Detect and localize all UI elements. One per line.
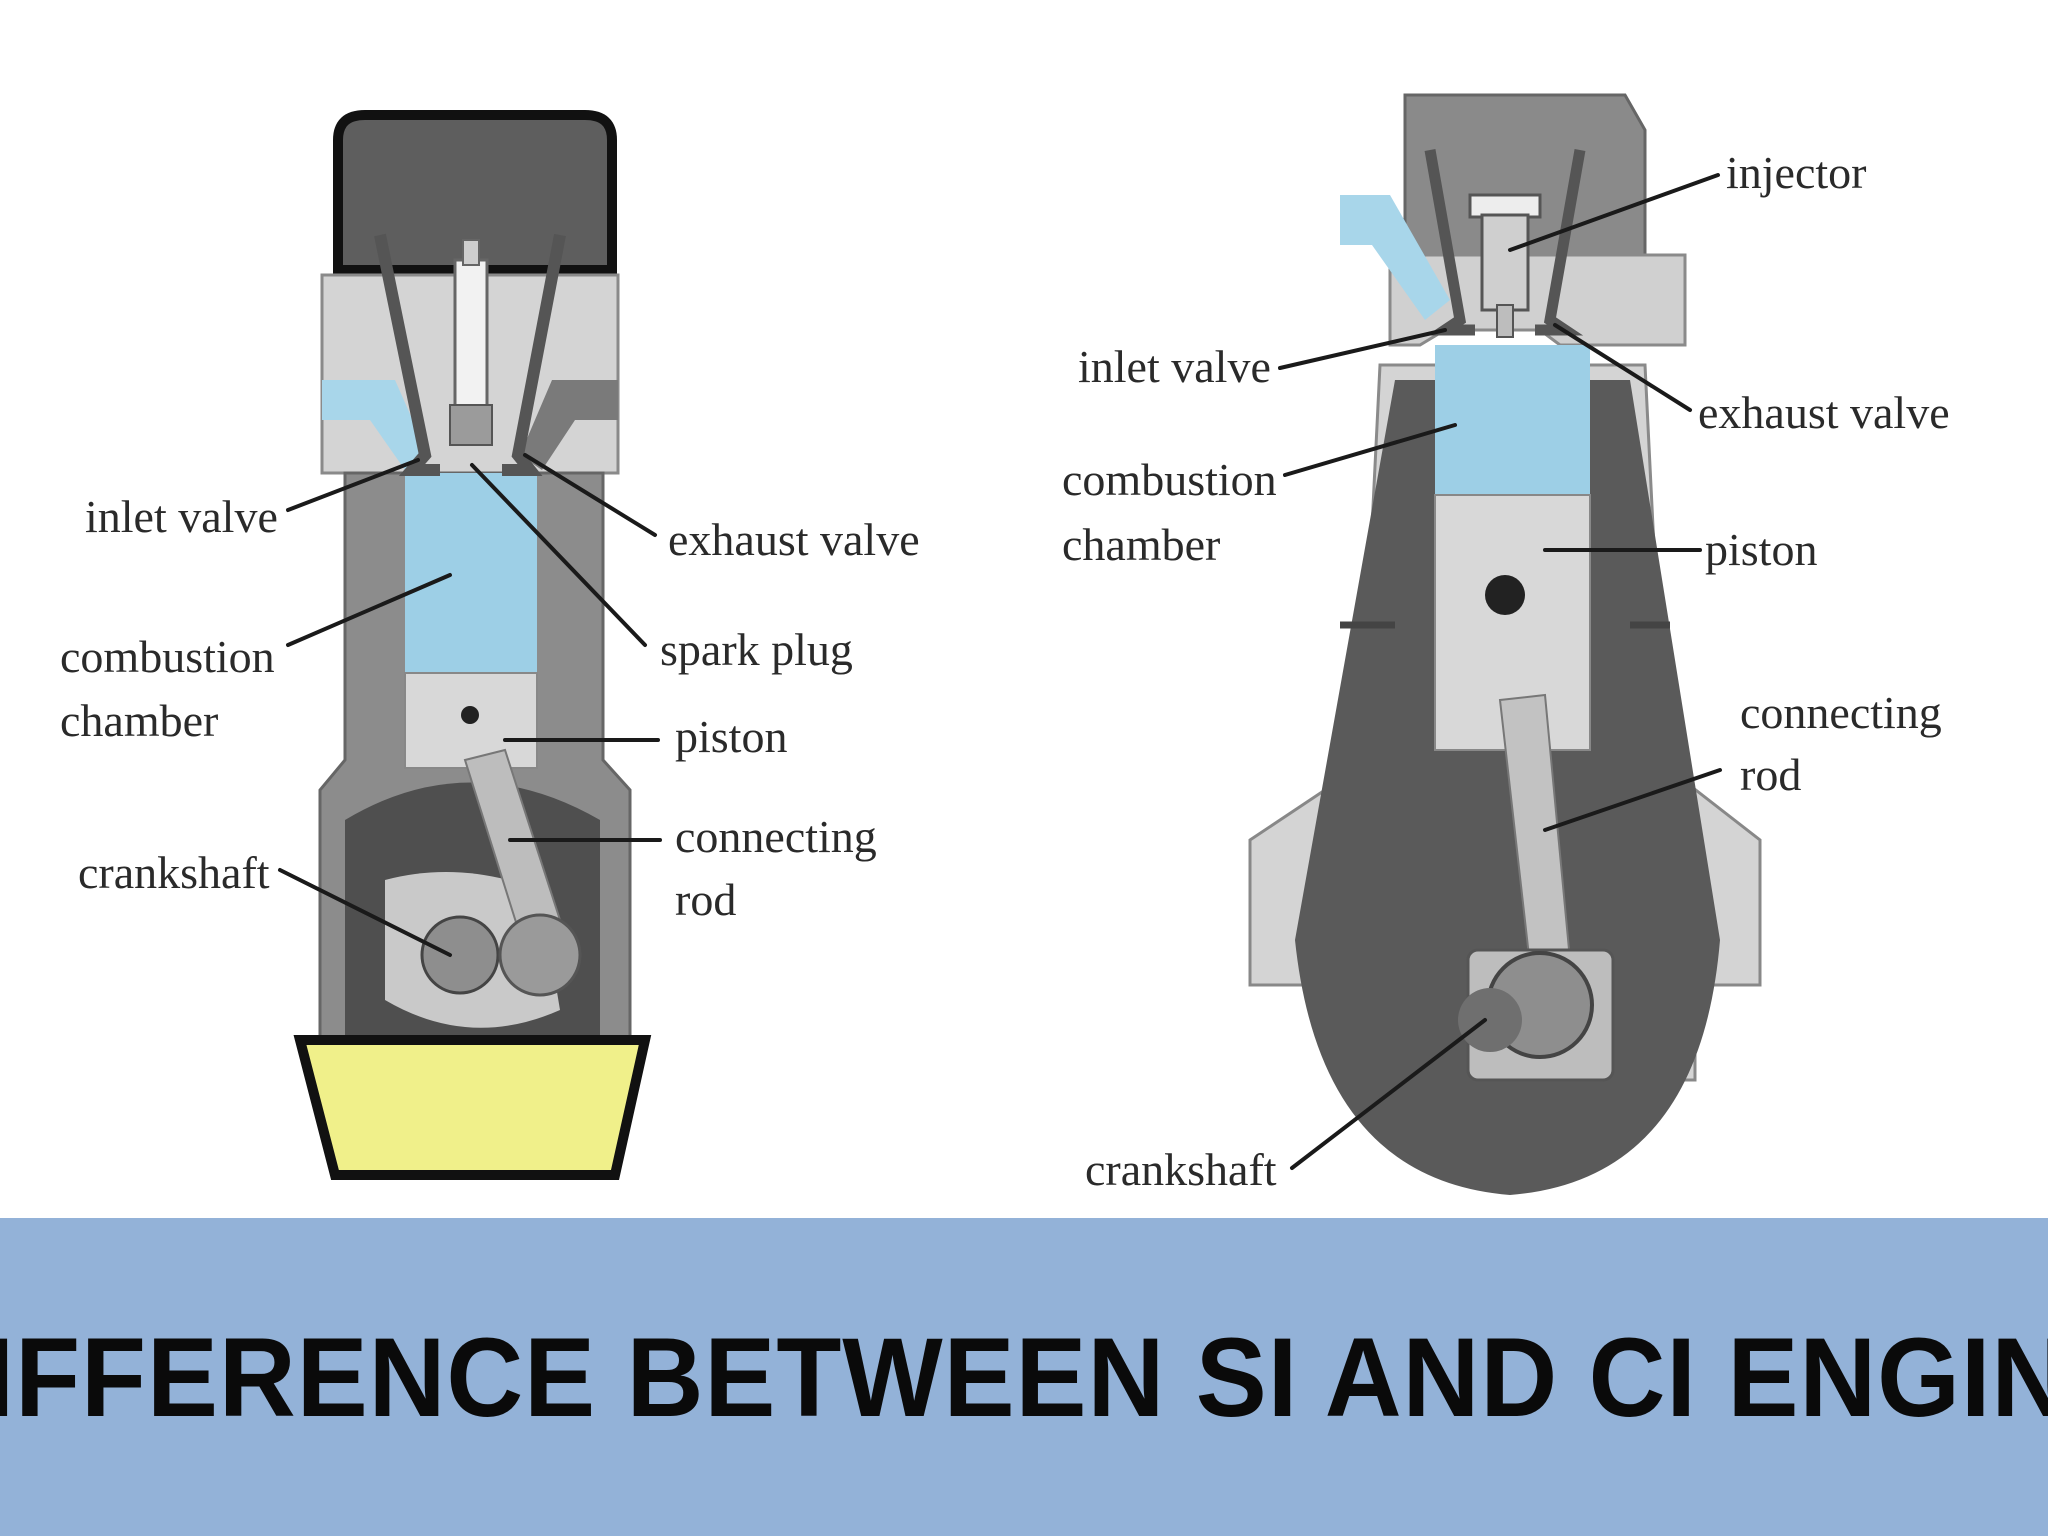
si-big-end	[498, 913, 582, 997]
si-label-chamber: chamber	[60, 695, 218, 746]
si-label-inlet-valve: inlet valve	[85, 491, 278, 542]
ci-leader-lines	[1278, 173, 1722, 1170]
ci-leader-combustion	[1283, 423, 1457, 477]
si-spark-plug-base	[449, 404, 493, 446]
ci-label-crankshaft: crankshaft	[1085, 1144, 1277, 1195]
ci-leader-connecting-rod	[1543, 768, 1722, 832]
si-label-crankshaft: crankshaft	[78, 847, 270, 898]
si-exhaust-valve	[502, 233, 566, 476]
ci-label-combustion: combustion	[1062, 454, 1277, 505]
si-leader-crankshaft	[278, 868, 452, 957]
ci-injector-tip	[1496, 304, 1514, 338]
si-label-exhaust-valve: exhaust valve	[668, 514, 920, 565]
title-banner: DIFFERENCE BETWEEN SI AND CI ENGINE	[0, 1218, 2048, 1536]
si-intake-port	[322, 380, 428, 470]
si-spark-plug-body	[453, 258, 489, 412]
si-leader-spark-plug	[470, 463, 647, 647]
ci-combustion-chamber	[1435, 345, 1590, 495]
ci-label-injector: injector	[1726, 147, 1867, 198]
ci-leader-exhaust-valve	[1553, 323, 1692, 412]
engine-comparison-diagram: inlet valve exhaust valve combustion cha…	[60, 93, 1950, 1195]
si-cylinder-head-cover	[333, 110, 617, 275]
si-exhaust-port	[520, 380, 618, 470]
si-piston-pin	[461, 706, 479, 724]
ci-injector-body	[1480, 213, 1530, 312]
ci-label-connecting: connecting	[1740, 687, 1942, 738]
si-inlet-valve	[374, 233, 440, 476]
si-label-connecting: connecting	[675, 811, 877, 862]
ci-label-chamber: chamber	[1062, 519, 1220, 570]
banner-title: DIFFERENCE BETWEEN SI AND CI ENGINE	[0, 1314, 2048, 1440]
ci-crank-pin	[1458, 988, 1522, 1052]
ci-leader-injector	[1508, 173, 1720, 252]
si-label-piston: piston	[675, 711, 787, 762]
si-labels: inlet valve exhaust valve combustion cha…	[60, 491, 920, 925]
ci-label-exhaust-valve: exhaust valve	[1698, 387, 1950, 438]
si-leader-exhaust-valve	[523, 453, 657, 537]
ci-leader-inlet-valve	[1278, 328, 1447, 370]
si-leader-inlet-valve	[286, 458, 420, 512]
ci-piston-pin	[1485, 575, 1525, 615]
ci-inlet-port	[1340, 195, 1450, 320]
si-engine-illustration	[293, 110, 652, 1180]
si-combustion-chamber	[405, 473, 537, 673]
si-label-spark-plug: spark plug	[660, 624, 853, 675]
si-spark-plug-tip	[462, 239, 480, 266]
ci-inlet-valve	[1424, 149, 1475, 336]
ci-label-piston: piston	[1705, 524, 1817, 575]
si-leader-lines	[278, 453, 662, 957]
ci-label-rod: rod	[1740, 749, 1801, 800]
ci-labels: injector inlet valve exhaust valve combu…	[1062, 147, 1950, 1195]
si-crank-journal	[420, 915, 500, 995]
ci-engine-illustration	[1248, 93, 1762, 1195]
si-oil-sump	[293, 1035, 652, 1180]
si-label-rod: rod	[675, 874, 736, 925]
ci-leader-crankshaft	[1290, 1018, 1487, 1170]
ci-label-inlet-valve: inlet valve	[1078, 341, 1271, 392]
si-leader-combustion	[286, 573, 452, 647]
si-label-combustion: combustion	[60, 631, 275, 682]
